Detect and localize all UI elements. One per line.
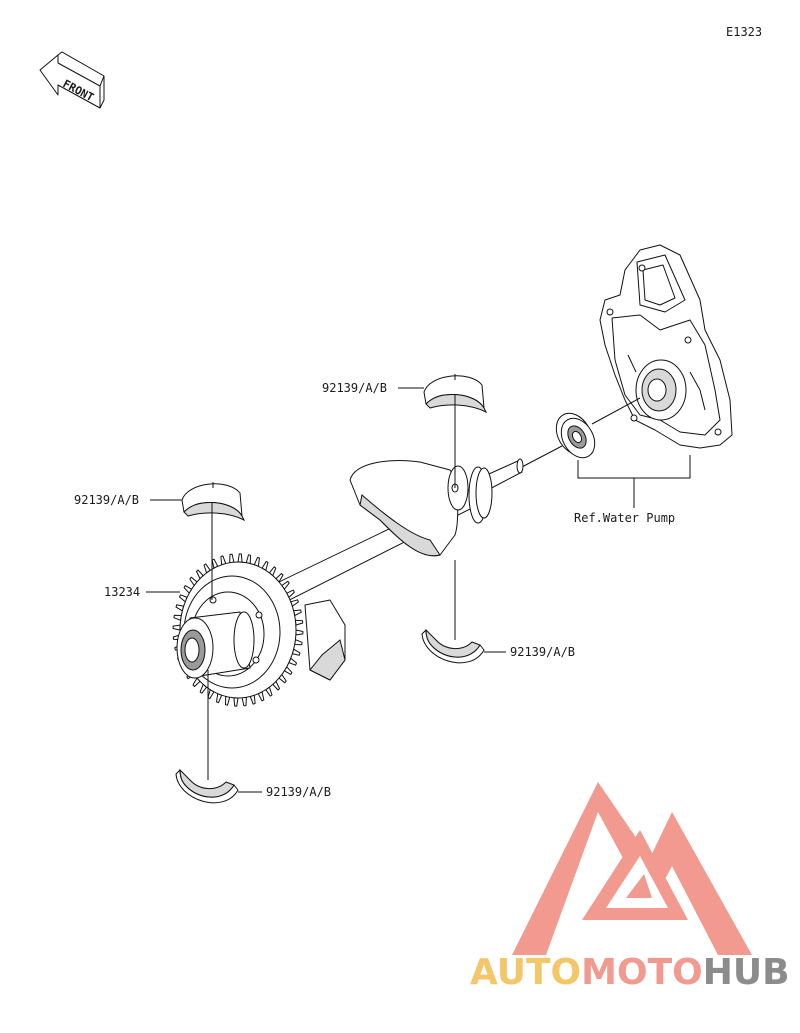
gear-tooth (294, 619, 304, 626)
bearing-shell-top-center (423, 374, 488, 414)
diagram-code: E1323 (726, 25, 762, 39)
label-bearing-top-left: 92139/A/B (74, 493, 139, 507)
label-gear: 13234 (104, 585, 140, 599)
water-pump-housing (599, 244, 733, 449)
gear-tooth (172, 624, 181, 631)
svg-text:AUTOMOTOHUB: AUTOMOTOHUB (470, 952, 790, 993)
label-bearing-top-center: 92139/A/B (322, 381, 387, 395)
gear-tooth (233, 697, 239, 707)
balancer-gear (172, 553, 304, 707)
bearing-shell-bottom-left (175, 768, 239, 804)
watermark-hub: HUB (703, 952, 790, 993)
label-water-pump-ref: Ref.Water Pump (574, 511, 675, 525)
bearing-shell-top-left (181, 482, 246, 522)
gear-tooth (241, 696, 247, 707)
front-arrow-icon: FRONT (39, 51, 105, 109)
watermark-logo-icon (512, 782, 752, 955)
oil-seal (555, 412, 596, 459)
watermark-moto: MOTO (581, 952, 703, 993)
label-bearing-bottom-left: 92139/A/B (266, 785, 331, 799)
bearing-shell-mid-right (421, 628, 485, 664)
label-bearing-mid-right: 92139/A/B (510, 645, 575, 659)
gear-tooth (237, 553, 243, 563)
watermark-text: AUTOMOTOHUB (470, 952, 790, 993)
watermark-auto: AUTO (470, 952, 581, 993)
gear-tooth (229, 553, 235, 564)
gear-tooth (295, 629, 304, 636)
